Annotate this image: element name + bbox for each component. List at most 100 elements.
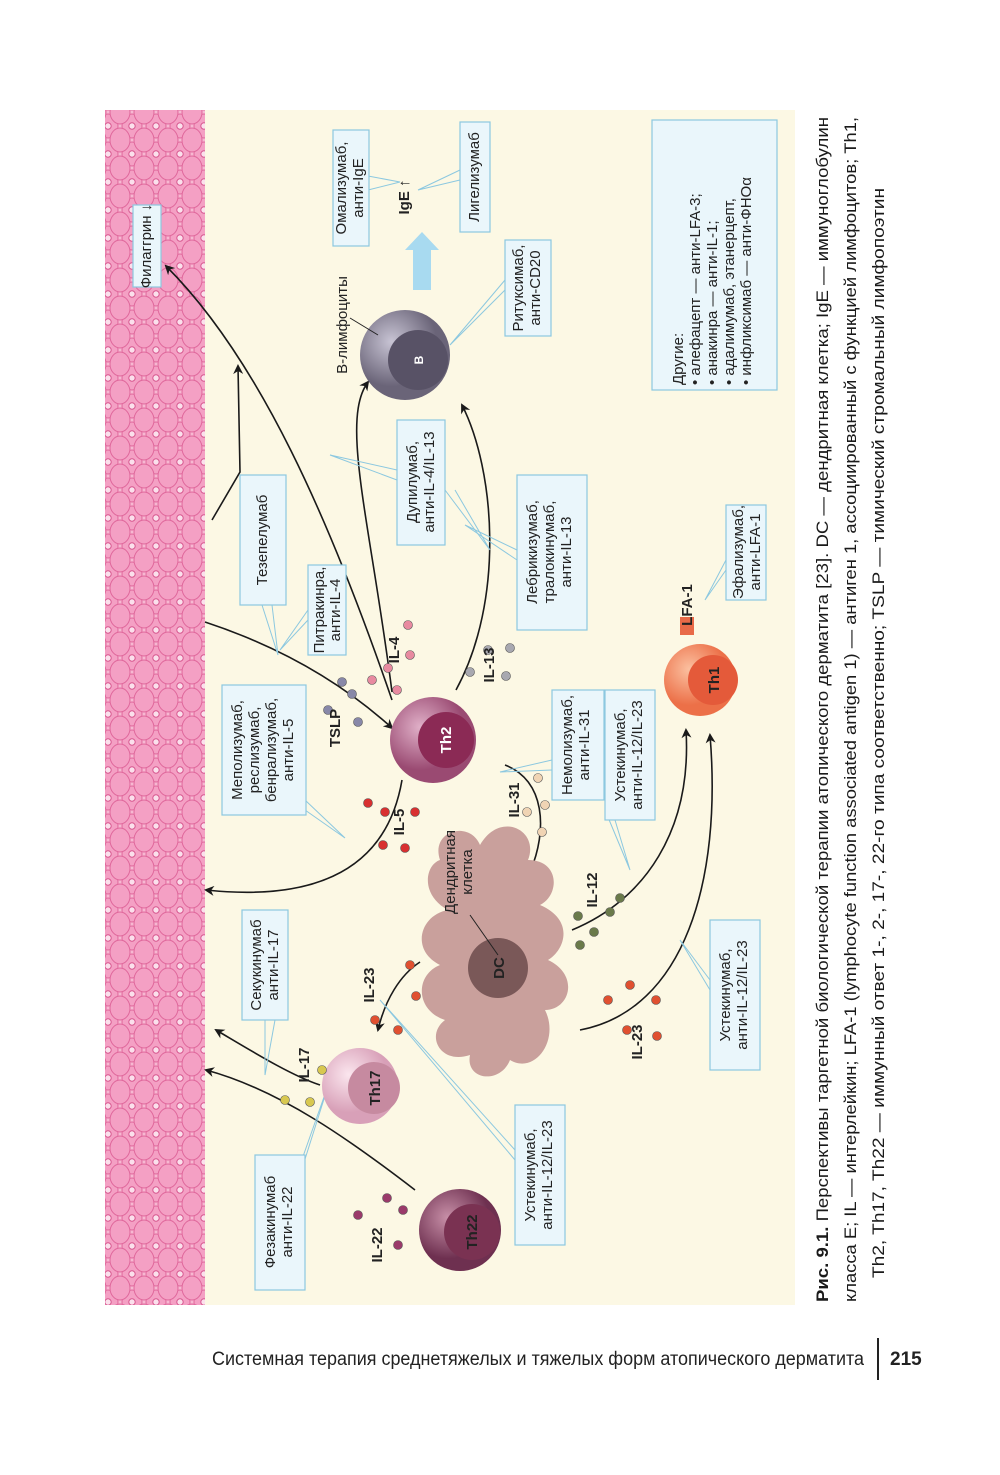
il5-cytokine-dot [400,843,410,853]
caption-line-1: Перспективы таргетной биологической тера… [813,117,832,1227]
il23b-cytokine-dot [651,995,661,1005]
il5-label: IL-5 [391,809,408,836]
il22-label: IL-22 [369,1227,386,1262]
lfa1-label: LFA-1 [679,584,696,626]
th1-label: Th1 [706,667,723,694]
page-number: 215 [890,1349,922,1370]
dc-label: DC [491,957,508,979]
il31-cytokine-dot [537,827,547,837]
ustekinumab-box-upper: Устекинумаб,анти-IL-12/IL-23 [612,700,646,809]
il23a-cytokine-dot [370,1015,380,1025]
secukinumab-box: Секукинумабанти-IL-17 [248,919,282,1010]
il23-label-lower: IL-23 [629,1024,646,1059]
il23-label-upper: IL-23 [361,967,378,1002]
il12-cytokine-dot [575,940,585,950]
dupilumab-box: Дупилумаб,анти-IL-4/IL-13 [404,431,438,532]
tezepelumab-box: Тезепелумаб [254,495,271,586]
il4-cytokine-dot [405,650,415,660]
il22-cytokine-dot [398,1205,408,1215]
il31-cytokine-dot [533,773,543,783]
figure-caption: Рис. 9.1. Перспективы таргетной биологич… [813,117,888,1302]
tslp-label: TSLP [327,709,344,747]
il12-cytokine-dot [573,911,583,921]
th22-label: Th22 [464,1214,481,1249]
il22-cytokine-dot [382,1193,392,1203]
il4-cytokine-dot [367,675,377,685]
il5-cytokine-dot [410,807,420,817]
il23a-cytokine-dot [411,991,421,1001]
tslp-cytokine-dot [323,705,333,715]
th2-label: Th2 [438,727,455,754]
caption-line-2: класса E; IL — интерлейкин; LFA-1 (lymph… [841,117,860,1302]
il4-cytokine-dot [392,685,402,695]
th1-cell [664,617,738,716]
th17-label: Th17 [367,1070,384,1105]
il22-cytokine-dot [393,1240,403,1250]
arrows [164,264,716,1191]
il5-cytokine-dot [378,840,388,850]
il13-label: IL-13 [481,647,498,682]
pitrakinra-box: Питракинра,анти-IL-4 [311,567,344,654]
il23b-cytokine-dot [622,1025,632,1035]
fezakinumab-box: Фезакинумабанти-IL-22 [262,1176,296,1268]
il12-cytokine-dot [589,927,599,937]
omalizumab-box: Омализумаб,анти-IgE [333,142,367,235]
skin-layer [105,110,205,1305]
b-cell-label: B [412,355,426,364]
il12-label: IL-12 [584,872,601,907]
il17-label: IL-17 [296,1047,313,1082]
il23a-cytokine-dot [405,960,415,970]
diagram-labels: Филаггрин ↓ Омализумаб,анти-IgE Лигелизу… [138,132,764,1268]
il13-cytokine-dot [505,643,515,653]
ige-up-arrow [405,232,439,290]
running-title: Системная терапия среднетяжелых и тяжелы… [212,1349,864,1370]
tslp-cytokine-dot [353,717,363,727]
il4-cytokine-dot [383,663,393,673]
th17-cell [322,1048,400,1124]
mepolizumab-box: Меполизумаб,реслизумаб,бенрализумаб,анти… [229,698,297,802]
ustekinumab-box-right: Устекинумаб,анти-IL-12/IL-23 [717,940,751,1049]
tslp-cytokine-dot [347,689,357,699]
il17-cytokine-dot [317,1065,327,1075]
il23b-cytokine-dot [652,1031,662,1041]
tslp-cytokine-dot [337,677,347,687]
ustekinumab-box-lower: Устекинумаб,анти-IL-12/IL-23 [522,1120,556,1229]
dendritic-cell-label: Дендритнаяклетка [442,830,476,914]
il13-cytokine-dot [483,645,493,655]
ige-label: IgE ↑ [396,179,413,214]
ligelizumab-box: Лигелизумаб [466,132,483,222]
il31-cytokine-dot [522,807,532,817]
il22-cytokine-dot [353,1210,363,1220]
page-footer: Системная терапия среднетяжелых и тяжелы… [212,1338,922,1380]
cytokine-dots [280,620,662,1250]
b-lymphocytes-label: В-лимфоциты [334,276,351,374]
th2-cell [390,697,476,783]
th22-cell [419,1189,501,1271]
il23b-cytokine-dot [603,995,613,1005]
filaggrin-label: Филаггрин ↓ [138,204,155,289]
il31-label: IL-31 [506,782,523,817]
il12-cytokine-dot [605,907,615,917]
il13-cytokine-dot [465,667,475,677]
il23a-cytokine-dot [393,1025,403,1035]
il17-cytokine-dot [305,1097,315,1107]
lebrikizumab-box: Лебрикизумаб,тралокинумаб,анти-IL-13 [524,500,575,604]
figure-number: Рис. 9.1. [813,1227,832,1302]
il5-cytokine-dot [363,798,373,808]
il13-cytokine-dot [501,671,511,681]
boxes [132,119,778,1291]
il23b-cytokine-dot [625,980,635,990]
nemolizumab-box: Немолизумаб,анти-IL-31 [559,695,593,795]
il12-cytokine-dot [615,893,625,903]
efalizumab-box: Эфализумаб,анти-LFA-1 [730,505,764,599]
il4-label: IL-4 [386,636,403,663]
rituximab-box: Ритуксимаб,анти-CD20 [510,245,544,332]
il4-cytokine-dot [403,620,413,630]
others-box: Другие:• алефацепт — анти-LFA-3;• анакин… [670,177,755,385]
b-cell [349,310,450,400]
il31-cytokine-dot [540,800,550,810]
il17-cytokine-dot [280,1095,290,1105]
caption-line-3: Th2, Th17, Th22 — иммунный ответ 1-, 2-,… [869,188,888,1278]
svg-text:Рис. 9.1. Перспективы таргетно: Рис. 9.1. Перспективы таргетной биологич… [813,117,832,1302]
